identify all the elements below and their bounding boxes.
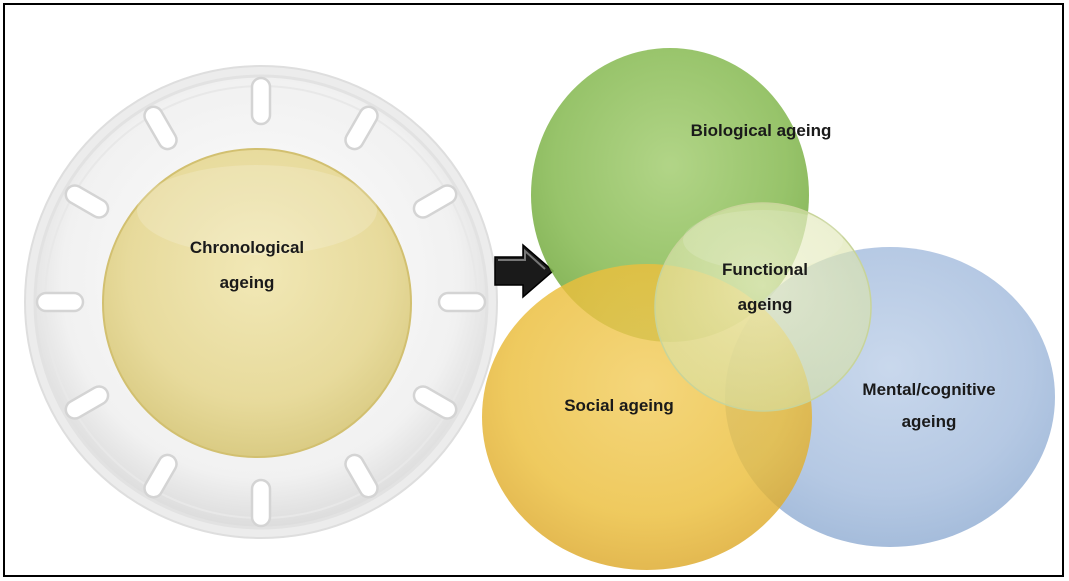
clock-tick-marks	[35, 76, 487, 528]
clock-graphic: Chronological ageing	[24, 65, 498, 539]
mental-cognitive-label-line2: ageing	[902, 412, 957, 431]
chronological-label-line2: ageing	[220, 273, 275, 292]
figure-frame: Chronological ageing Biological ageing F…	[3, 3, 1064, 577]
functional-ageing-label-line2: ageing	[738, 295, 793, 314]
chronological-ageing-circle	[102, 148, 412, 458]
functional-ageing-label-line1: Functional	[722, 260, 808, 279]
mental-cognitive-label-line1: Mental/cognitive	[862, 380, 995, 399]
biological-ageing-label: Biological ageing	[691, 121, 832, 140]
chronological-label-line1: Chronological	[190, 238, 304, 257]
ageing-diagram: Chronological ageing Biological ageing F…	[24, 48, 1055, 570]
social-ageing-label: Social ageing	[564, 396, 674, 415]
arrow-icon	[494, 243, 555, 299]
functional-ageing-circle	[654, 202, 872, 412]
venn-diagram: Biological ageing Functional ageing Soci…	[482, 48, 1055, 570]
